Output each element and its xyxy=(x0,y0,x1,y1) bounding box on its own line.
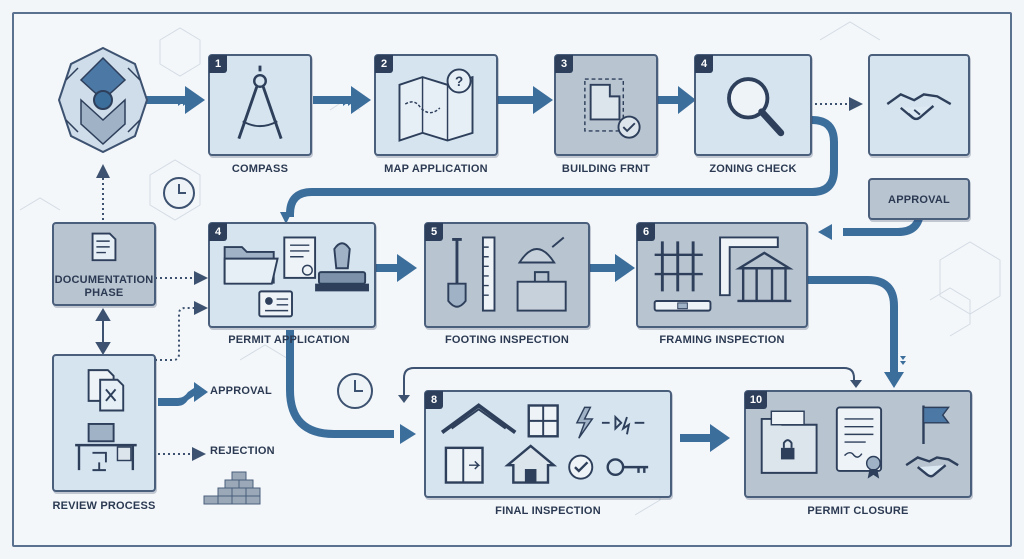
compass-label: COMPASS xyxy=(231,163,289,175)
permit-icons xyxy=(223,236,369,318)
arrow-hub-to-compass xyxy=(145,86,205,114)
arrow-map-to-building xyxy=(498,86,553,114)
footing-inspection-label: FOOTING INSPECTION xyxy=(445,334,569,346)
rejection-label: REJECTION xyxy=(210,445,275,457)
review-process-label: REVIEW PROCESS xyxy=(52,500,156,512)
folder-icon xyxy=(223,246,279,285)
step-building-frnt[interactable]: 3 xyxy=(554,54,658,156)
magnifier-icon xyxy=(727,77,785,137)
framing-inspection-label: FRAMING INSPECTION xyxy=(659,334,785,346)
step-final-inspection[interactable]: 8 xyxy=(424,390,672,498)
zoning-check-label: ZONING CHECK xyxy=(709,163,797,175)
step-compass[interactable]: 1 xyxy=(208,54,312,156)
compass-icon xyxy=(237,65,283,140)
window-icon xyxy=(527,404,559,438)
curve-zoning-to-permit xyxy=(286,116,838,217)
step-permit-application[interactable]: 4 xyxy=(208,222,376,328)
ruler-icon xyxy=(481,236,496,312)
arrow-review-to-approval xyxy=(158,382,208,406)
permit-application-label: PERMIT APPLICATION xyxy=(228,334,350,346)
arrow-building-to-zoning xyxy=(658,86,696,114)
step-zoning-check[interactable]: 4 xyxy=(694,54,812,156)
certificate-icon xyxy=(283,236,317,279)
approval-top-box[interactable]: APPROVAL xyxy=(868,178,970,220)
arrow-permit-to-footing xyxy=(375,254,417,282)
step-approval-handshake[interactable] xyxy=(868,54,970,156)
step-number: 4 xyxy=(209,223,227,241)
concrete-icon xyxy=(516,236,567,312)
approval-top-label: APPROVAL xyxy=(888,194,950,206)
level-icon xyxy=(653,300,712,312)
arrow-compass-to-map xyxy=(313,86,371,114)
house-frame-icon xyxy=(735,251,794,303)
lumber-frame-icon xyxy=(654,241,703,292)
step-number: 1 xyxy=(209,55,227,73)
shovel-icon xyxy=(447,237,467,308)
step-documentation-phase[interactable]: DOCUMENTATION PHASE xyxy=(52,222,156,306)
clock-icon-top xyxy=(163,177,195,209)
footing-icons xyxy=(447,236,567,312)
house-icon xyxy=(504,444,558,484)
sliding-door-icon xyxy=(444,446,484,484)
scroll-certificate-icon xyxy=(835,406,883,479)
building-frnt-label: BUILDING FRNT xyxy=(561,163,651,175)
id-card-icon xyxy=(258,290,293,318)
map-icon: ? xyxy=(398,68,474,142)
closure-icons xyxy=(760,405,959,479)
approval-side-label: APPROVAL xyxy=(210,385,272,397)
brick-icon xyxy=(203,471,261,505)
step-number: 3 xyxy=(555,55,573,73)
handshake-icon xyxy=(905,456,959,478)
square-ruler-icon xyxy=(719,236,779,297)
arrow-footing-to-framing xyxy=(590,254,635,282)
review-desk-icon xyxy=(75,369,137,472)
roof-icon xyxy=(440,403,517,434)
curve-permit-to-final xyxy=(286,330,394,438)
document-icon xyxy=(91,232,117,262)
flow-arrows xyxy=(145,86,730,452)
hub-graphic xyxy=(57,46,149,154)
step-number: 6 xyxy=(637,223,655,241)
documentation-phase-label: DOCUMENTATION PHASE xyxy=(54,274,154,299)
svg-text:?: ? xyxy=(455,74,463,89)
step-number: 5 xyxy=(425,223,443,241)
map-application-label: MAP APPLICATION xyxy=(384,163,488,175)
step-number: 8 xyxy=(425,391,443,409)
locked-folder-icon xyxy=(760,410,818,474)
step-number: 4 xyxy=(695,55,713,73)
final-inspection-label: FINAL INSPECTION xyxy=(495,505,601,517)
flag-icon xyxy=(922,405,950,444)
key-icon xyxy=(606,458,649,477)
step-framing-inspection[interactable]: 6 xyxy=(636,222,808,328)
arrow-final-to-closure xyxy=(680,424,730,452)
step-permit-closure[interactable]: 10 xyxy=(744,390,972,498)
stamp-icon xyxy=(315,242,369,292)
curve-framing-to-closure xyxy=(808,276,898,376)
clock-icon-bottom xyxy=(337,373,373,409)
check-icon xyxy=(568,454,594,480)
step-review-process[interactable] xyxy=(52,354,156,492)
step-number: 2 xyxy=(375,55,393,73)
dotted-review-to-permit xyxy=(155,301,208,361)
handshake-icon xyxy=(886,93,952,121)
floorplan-icon xyxy=(584,78,641,139)
electric-icon xyxy=(575,406,645,439)
connector-final-loop xyxy=(403,367,855,400)
step-map-application[interactable]: 2 ? xyxy=(374,54,498,156)
step-footing-inspection[interactable]: 5 xyxy=(424,222,590,328)
permit-closure-label: PERMIT CLOSURE xyxy=(807,505,909,517)
step-number: 10 xyxy=(745,391,767,409)
final-inspection-icons xyxy=(440,403,649,484)
framing-icons xyxy=(653,236,794,312)
